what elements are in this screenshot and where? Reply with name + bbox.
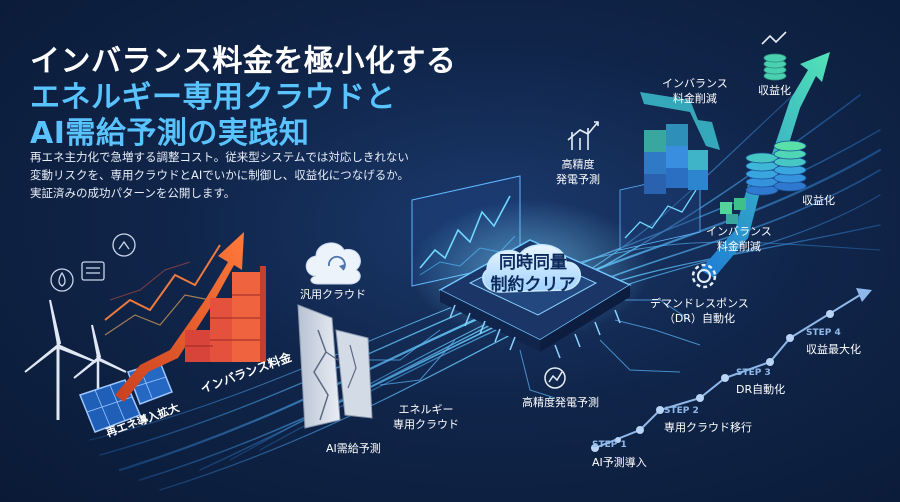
title-line-1: インバランス料金を極小化する	[30, 44, 457, 79]
gear-icon	[691, 263, 717, 289]
label-monetize-top: 収益化	[758, 84, 791, 97]
step-timeline	[591, 288, 872, 452]
description-line-2: 変動リスクを、専用クラウドとAIでいかに制御し、収益化につなげるか。	[30, 168, 410, 182]
label-dr: デマンドレスポンス （DR）自動化	[650, 297, 749, 325]
rising-chart	[104, 244, 221, 336]
cost-increase-arrow	[115, 232, 244, 402]
revenue-rising-arrow	[700, 52, 830, 278]
wind-turbine-icon	[24, 299, 127, 420]
step-4-number: STEP 4	[806, 328, 841, 338]
step-2-number: STEP 2	[664, 406, 699, 416]
chip-text: 同時同量 制約クリア	[490, 253, 576, 295]
coin-stack-icon	[745, 31, 807, 196]
step-4-label: 収益最大化	[806, 343, 861, 356]
label-imbalance-cut-top: インバランス 料金削減	[662, 77, 728, 105]
cloud-sync-icon	[305, 242, 361, 285]
step-1-number: STEP 1	[592, 440, 627, 450]
description-line-1: 再エネ主力化で急増する調整コスト。従来型システムでは対応しきれない	[30, 150, 409, 164]
cracked-wall-icon	[297, 304, 373, 429]
renewable-icons	[50, 233, 136, 292]
imbalance-cost-bars	[185, 266, 266, 362]
chart-up-icon	[567, 121, 599, 150]
imbalance-reduction-arrow	[640, 92, 720, 150]
step-2-label: 専用クラウド移行	[664, 421, 752, 434]
label-ai-forecast: AI需給予測	[326, 442, 381, 455]
step-1-label: AI予測導入	[592, 456, 647, 469]
label-general-cloud: 汎用クラウド	[300, 288, 366, 301]
label-hi-forecast-top: 高精度 発電予測	[556, 158, 600, 186]
small-cubes	[720, 198, 746, 224]
ai-chip-icon	[410, 200, 650, 359]
description: 再エネ主力化で急増する調整コスト。従来型システムでは対応しきれない 変動リスクを…	[30, 148, 450, 202]
chart-up-icon-bottom	[544, 367, 566, 389]
step-3-number: STEP 3	[736, 368, 771, 378]
imbalance-reduction-cubes	[644, 124, 708, 194]
step-3-label: DR自動化	[736, 383, 786, 396]
label-energy-cloud: エネルギー 専用クラウド	[393, 403, 459, 431]
label-hi-forecast-bottom: 高精度発電予測	[522, 396, 599, 409]
title-line-3: AI需給予測の実践知	[30, 116, 310, 151]
label-monetize-right: 収益化	[802, 194, 835, 207]
description-line-3: 実証済みの成功パターンを公開します。	[30, 186, 236, 200]
label-imbalance-cut-right: インバランス 料金削減	[706, 225, 772, 253]
title-line-2: エネルギー専用クラウドと	[30, 80, 396, 115]
